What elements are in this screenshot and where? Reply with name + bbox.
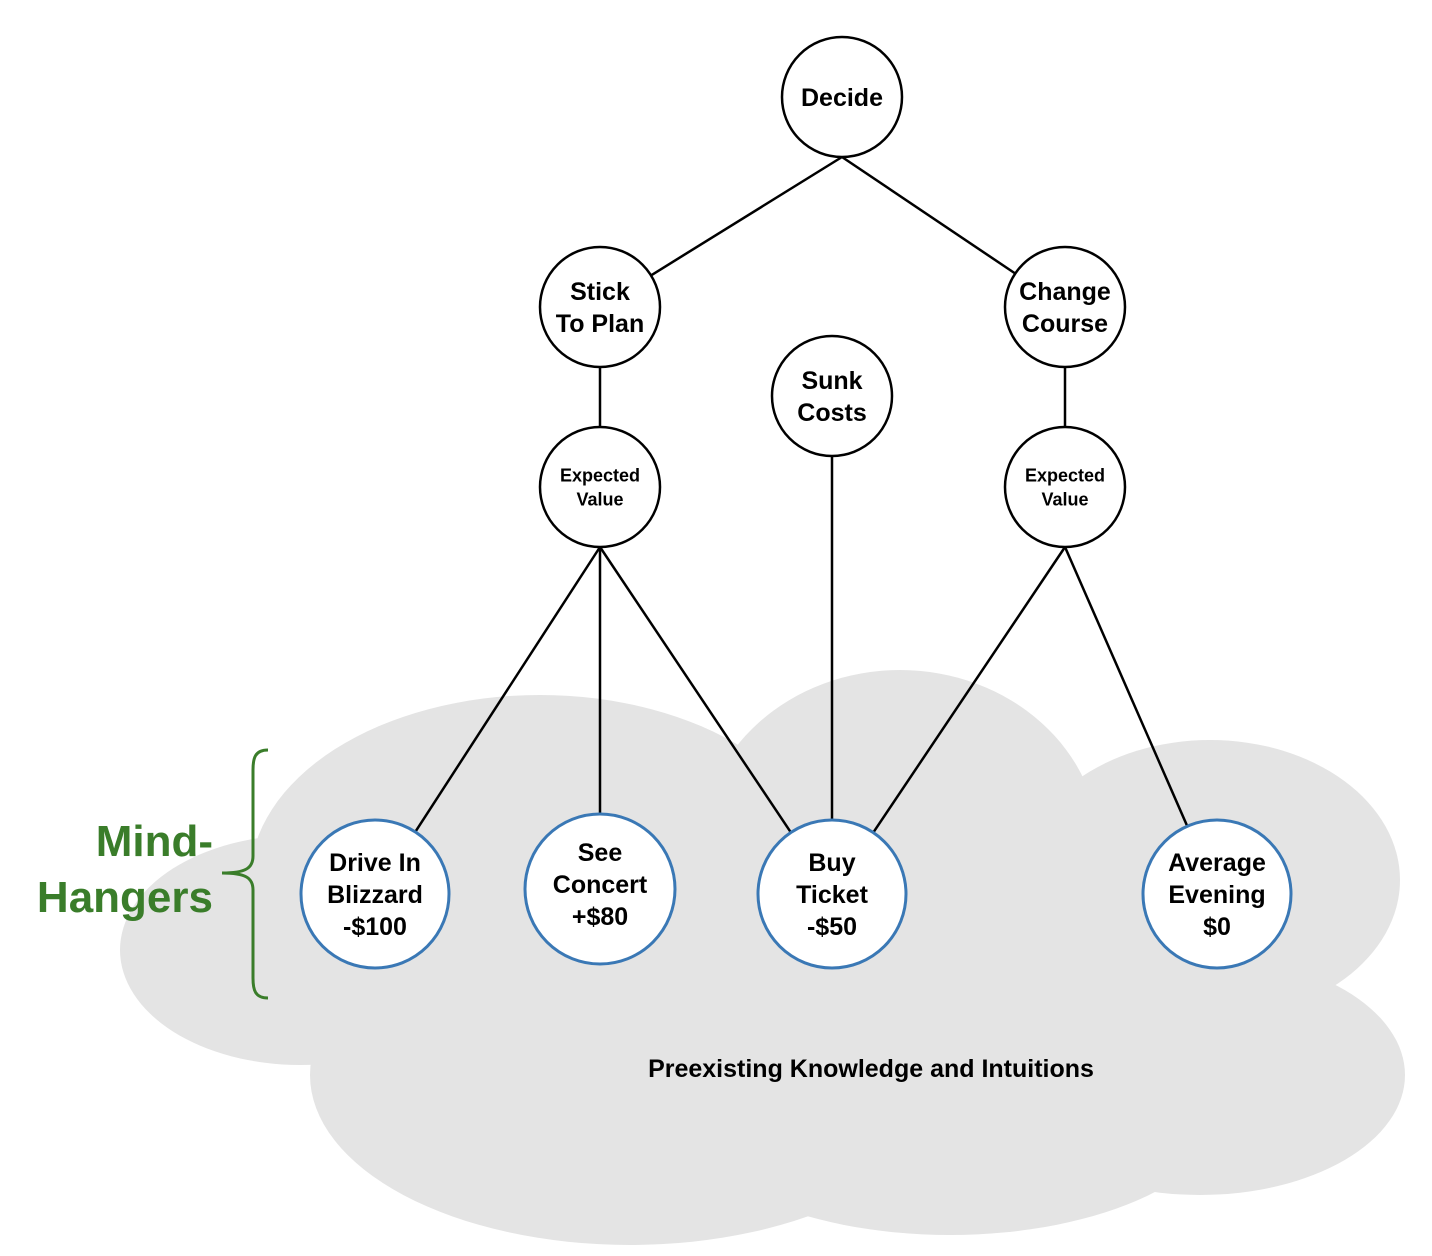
node-circle (1003, 425, 1127, 549)
leaf-label: Blizzard (327, 881, 423, 909)
leaf-value: -$100 (343, 913, 407, 941)
node-circle (780, 35, 904, 159)
node-label: Value (1041, 489, 1088, 509)
leaf-value: +$80 (572, 903, 628, 931)
mind-hangers-brace (221, 748, 269, 1000)
node-circle (538, 245, 662, 369)
leaf-label: Evening (1168, 881, 1265, 909)
mind-hangers-line1: Mind- (96, 817, 213, 866)
leaf-drive-in-blizzard: Drive In Blizzard -$100 (299, 818, 451, 970)
node-label: Expected (560, 465, 640, 485)
node-label: Sunk (801, 367, 862, 395)
leaf-circle (299, 818, 451, 970)
node-stick-to-plan: Stick To Plan (538, 245, 662, 369)
edges (414, 155, 1189, 834)
node-label: Costs (797, 399, 866, 427)
node-decide: Decide (780, 35, 904, 159)
node-label: Value (576, 489, 623, 509)
node-label: Change (1019, 278, 1111, 306)
node-circle (538, 425, 662, 549)
node-label: Course (1022, 310, 1108, 338)
leaf-value: -$50 (807, 913, 857, 941)
leaf-label: See (578, 839, 623, 867)
cloud-caption: Preexisting Knowledge and Intuitions (648, 1055, 1094, 1083)
node-label: Decide (801, 84, 883, 112)
leaf-circle (1141, 818, 1293, 970)
edge-ev-right-to-average-evening (1063, 546, 1189, 827)
leaf-circle (523, 812, 677, 966)
edge-ev-right-to-buy-ticket (872, 546, 1067, 834)
edge-ev-left-to-buy-ticket (598, 546, 792, 834)
leaf-label: Concert (553, 871, 648, 899)
node-circle (1003, 245, 1127, 369)
leaf-label: Buy (808, 849, 855, 877)
leaf-label: Ticket (796, 881, 868, 909)
mind-hangers-line2: Hangers (37, 873, 213, 922)
edge-decide-to-stick-to-plan (650, 155, 843, 277)
leaf-circle (756, 818, 908, 970)
leaf-value: $0 (1203, 913, 1231, 941)
node-label: Expected (1025, 465, 1105, 485)
leaf-label: Average (1168, 849, 1266, 877)
node-circle (770, 334, 894, 458)
node-label: Stick (570, 278, 630, 306)
node-label: To Plan (556, 310, 644, 338)
edge-ev-left-to-drive-in-blizzard (414, 546, 602, 833)
edge-decide-to-change-course (841, 155, 1016, 275)
leaf-label: Drive In (329, 849, 421, 877)
